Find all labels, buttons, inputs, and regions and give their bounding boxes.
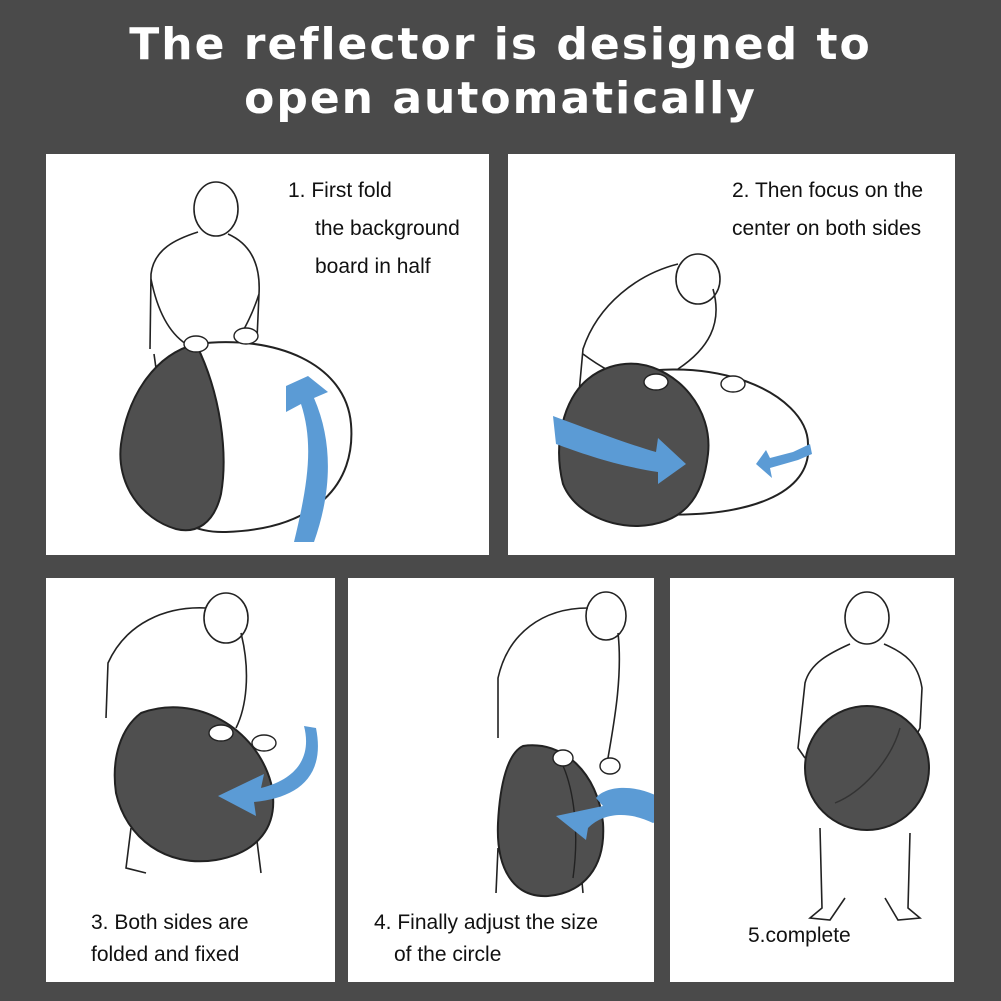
step-5-caption: 5.complete bbox=[748, 924, 851, 947]
step-1-illustration bbox=[119, 181, 353, 542]
step-5-panel: 5.complete bbox=[670, 578, 954, 982]
arrow-right-icon bbox=[553, 416, 686, 484]
reflector-dark-side bbox=[558, 362, 710, 528]
step-3-panel: 3. Both sides are folded and fixed bbox=[46, 578, 335, 982]
reflector-dark-side bbox=[119, 342, 225, 532]
step-1-caption-line-2: the background bbox=[315, 217, 460, 240]
step-5-illustration bbox=[797, 591, 930, 921]
step-2-panel: 2. Then focus on the center on both side… bbox=[508, 154, 955, 555]
step-3-caption-line-2: folded and fixed bbox=[91, 943, 240, 966]
page-title: The reflector is designed to open automa… bbox=[0, 18, 1001, 126]
person-figure-5 bbox=[797, 591, 923, 921]
reflector-dark-side bbox=[496, 744, 605, 898]
step-4-caption-line-1: 4. Finally adjust the size bbox=[374, 911, 599, 934]
person-figure-2 bbox=[577, 253, 721, 405]
step-4-illustration bbox=[495, 591, 654, 898]
reflector-complete bbox=[804, 705, 930, 831]
step-1-panel: 1. First fold the background board in ha… bbox=[46, 154, 489, 555]
person-figure-3 bbox=[105, 592, 262, 874]
step-2-caption-line-1: 2. Then focus on the bbox=[732, 179, 924, 202]
step-2-illustration bbox=[553, 253, 812, 528]
title-line-1: The reflector is designed to bbox=[129, 19, 872, 70]
reflector-dark-side bbox=[113, 706, 275, 863]
step-1-caption-line-1: 1. First fold bbox=[288, 179, 392, 202]
arrow-left-icon bbox=[556, 787, 654, 840]
step-4-panel: 4. Finally adjust the size of the circle bbox=[348, 578, 654, 982]
arrow-left-icon bbox=[756, 444, 812, 478]
step-1-caption-line-3: board in half bbox=[315, 255, 431, 278]
arrow-up-icon bbox=[286, 376, 328, 542]
title-line-2: open automatically bbox=[244, 73, 757, 124]
step-2-caption-line-2: center on both sides bbox=[732, 217, 922, 240]
step-3-illustration bbox=[105, 592, 318, 874]
arrow-left-icon bbox=[218, 726, 318, 816]
step-4-caption-line-2: of the circle bbox=[394, 943, 502, 966]
step-3-caption-line-1: 3. Both sides are bbox=[91, 911, 249, 934]
